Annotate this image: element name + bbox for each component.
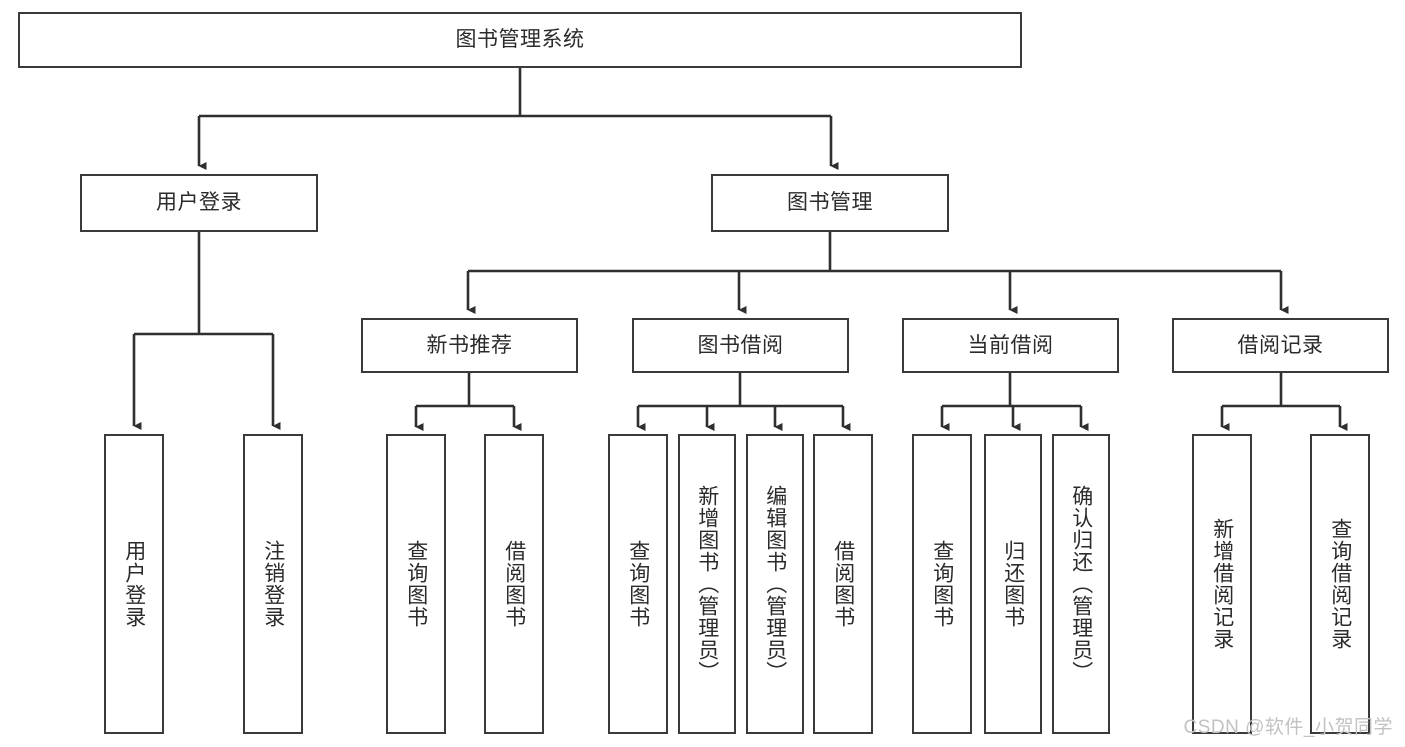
node-new-book-recommend[interactable]: 新书推荐 — [361, 318, 578, 373]
node-current-borrow-label: 当前借阅 — [967, 333, 1054, 357]
node-book-manage[interactable]: 图书管理 — [711, 174, 949, 232]
node-leaf-return-book[interactable]: 归还图书 — [984, 434, 1042, 734]
node-leaf-user-logout-label: 注销登录 — [261, 540, 285, 628]
node-root[interactable]: 图书管理系统 — [18, 12, 1022, 68]
node-leaf-confirm-return-label: 确认归还（管理员） — [1069, 485, 1093, 683]
node-leaf-add-record-label: 新增借阅记录 — [1210, 518, 1234, 650]
node-leaf-add-record[interactable]: 新增借阅记录 — [1192, 434, 1252, 734]
node-leaf-user-login[interactable]: 用户登录 — [104, 434, 164, 734]
node-leaf-confirm-return[interactable]: 确认归还（管理员） — [1052, 434, 1110, 734]
node-leaf-query-book-1-label: 查询图书 — [404, 540, 428, 628]
node-borrow-record-label: 借阅记录 — [1237, 333, 1324, 357]
node-leaf-edit-book[interactable]: 编辑图书（管理员） — [746, 434, 804, 734]
node-leaf-return-book-label: 归还图书 — [1001, 540, 1025, 628]
node-leaf-query-book-3-label: 查询图书 — [930, 540, 954, 628]
node-leaf-edit-book-label: 编辑图书（管理员） — [763, 485, 787, 683]
node-leaf-query-record-label: 查询借阅记录 — [1328, 518, 1352, 650]
node-leaf-user-login-label: 用户登录 — [122, 540, 146, 628]
node-leaf-query-book-2[interactable]: 查询图书 — [608, 434, 668, 734]
node-leaf-add-book-label: 新增图书（管理员） — [695, 485, 719, 683]
node-book-manage-label: 图书管理 — [787, 191, 873, 215]
node-book-borrow-label: 图书借阅 — [697, 333, 784, 357]
node-new-book-recommend-label: 新书推荐 — [426, 333, 513, 357]
node-current-borrow[interactable]: 当前借阅 — [902, 318, 1119, 373]
node-leaf-borrow-book-1[interactable]: 借阅图书 — [484, 434, 544, 734]
node-leaf-query-book-2-label: 查询图书 — [626, 540, 650, 628]
node-leaf-query-book-1[interactable]: 查询图书 — [386, 434, 446, 734]
node-leaf-borrow-book-2[interactable]: 借阅图书 — [813, 434, 873, 734]
node-book-borrow[interactable]: 图书借阅 — [632, 318, 849, 373]
node-leaf-query-record[interactable]: 查询借阅记录 — [1310, 434, 1370, 734]
node-leaf-query-book-3[interactable]: 查询图书 — [912, 434, 972, 734]
node-leaf-borrow-book-2-label: 借阅图书 — [831, 540, 855, 628]
node-leaf-borrow-book-1-label: 借阅图书 — [502, 540, 526, 628]
node-user-login[interactable]: 用户登录 — [80, 174, 318, 232]
node-leaf-user-logout[interactable]: 注销登录 — [243, 434, 303, 734]
node-leaf-add-book[interactable]: 新增图书（管理员） — [678, 434, 736, 734]
node-root-label: 图书管理系统 — [455, 28, 585, 52]
node-borrow-record[interactable]: 借阅记录 — [1172, 318, 1389, 373]
node-user-login-label: 用户登录 — [156, 191, 242, 215]
